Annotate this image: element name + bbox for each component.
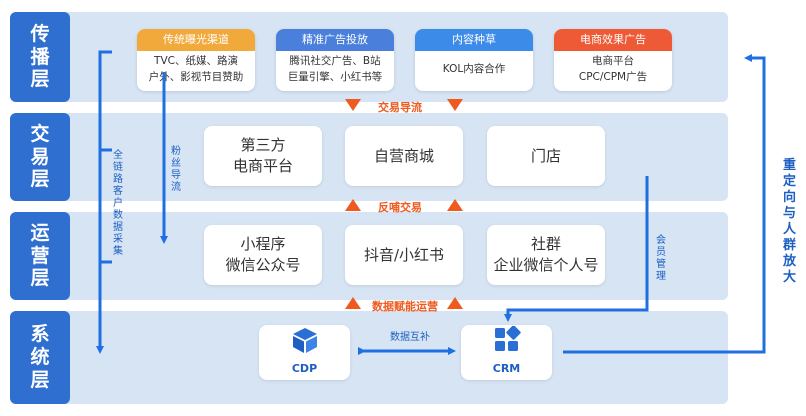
empower-arrow-right xyxy=(447,297,463,309)
layer-label-trade: 交易层 xyxy=(10,113,70,201)
ops-box-community: 社群 企业微信个人号 xyxy=(487,225,605,285)
empower-arrow-left xyxy=(345,297,361,309)
crm-box: CRM xyxy=(461,325,552,380)
grid-blocks-icon xyxy=(494,326,521,351)
trade-box-third-party: 第三方 电商平台 xyxy=(204,126,322,186)
ops-box-miniprogram: 小程序 微信公众号 xyxy=(204,225,322,285)
crm-label: CRM xyxy=(492,362,521,375)
traffic-arrow-left xyxy=(345,99,361,111)
cdp-box: CDP xyxy=(259,325,350,380)
feedback-arrow-right xyxy=(447,199,463,211)
traffic-arrow-right xyxy=(447,99,463,111)
layer-label-operation: 运营层 xyxy=(10,212,70,300)
ops-box-douyin: 抖音/小红书 xyxy=(345,225,463,285)
channel-card-precise-ads: 精准广告投放 腾讯社交广告、B站 巨量引擎、小红书等 xyxy=(276,29,394,91)
channel-card-title: 内容种草 xyxy=(415,29,533,51)
full-link-bracket xyxy=(96,50,112,354)
channel-card-title: 传统曝光渠道 xyxy=(137,29,255,51)
channel-card-traditional: 传统曝光渠道 TVC、纸媒、路演 户外、影视节目赞助 xyxy=(137,29,255,91)
full-link-label: 全链路客户数据采集 xyxy=(113,150,123,257)
trade-box-own-mall: 自营商城 xyxy=(345,126,463,186)
exchange-label: 数据互补 xyxy=(390,332,430,343)
band-system xyxy=(10,311,728,404)
channel-card-ecommerce-ads: 电商效果广告 电商平台 CPC/CPM广告 xyxy=(554,29,672,91)
member-arrow xyxy=(504,176,649,322)
retarget-arrow xyxy=(563,54,766,354)
empower-flow-label: 数据赋能运营 xyxy=(372,300,438,313)
channel-card-content: 内容种草 KOL内容合作 xyxy=(415,29,533,91)
retarget-label: 重定向与人群放大 xyxy=(782,158,796,285)
feedback-flow-label: 反哺交易 xyxy=(378,201,422,214)
cdp-label: CDP xyxy=(291,362,318,375)
layer-label-system: 系统层 xyxy=(10,311,70,404)
feedback-arrow-left xyxy=(345,199,361,211)
channel-card-body: TVC、纸媒、路演 户外、影视节目赞助 xyxy=(148,55,244,83)
channel-card-body: 电商平台 CPC/CPM广告 xyxy=(578,55,648,83)
layer-label-propagation: 传播层 xyxy=(10,12,70,102)
traffic-flow-label: 交易导流 xyxy=(378,101,422,114)
channel-card-body: 腾讯社交广告、B站 巨量引擎、小红书等 xyxy=(287,55,383,83)
fans-label: 粉丝导流 xyxy=(171,146,181,193)
cube-icon xyxy=(292,328,317,353)
member-label: 会员管理 xyxy=(656,235,666,282)
trade-box-store: 门店 xyxy=(487,126,605,186)
channel-card-title: 电商效果广告 xyxy=(554,29,672,51)
channel-card-title: 精准广告投放 xyxy=(276,29,394,51)
channel-card-body: KOL内容合作 xyxy=(442,63,506,75)
